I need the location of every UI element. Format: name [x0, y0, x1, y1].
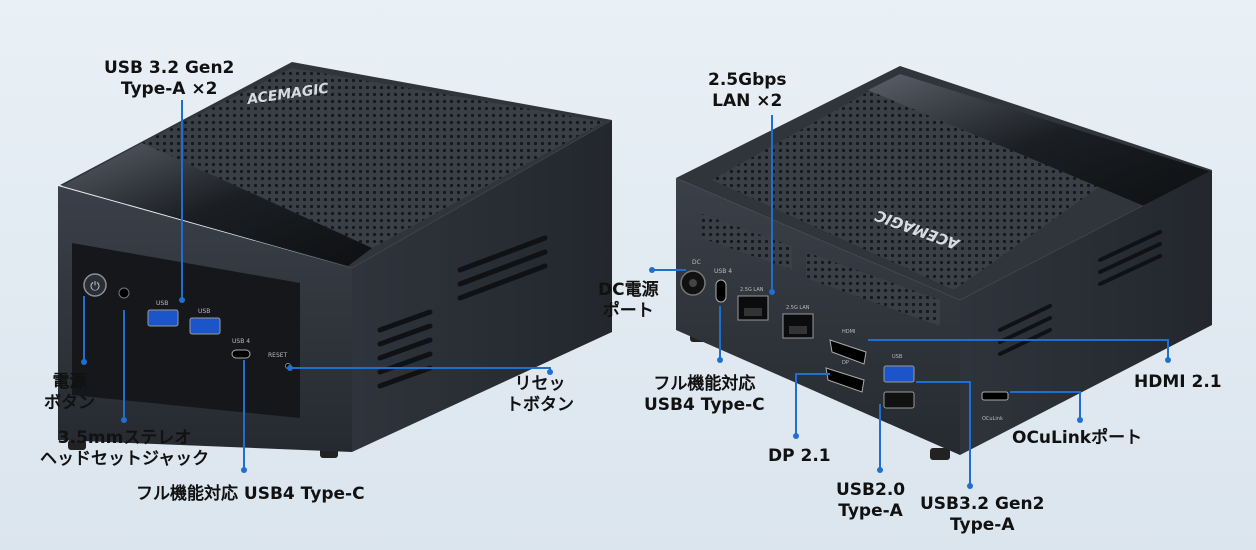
- hdmi-port[interactable]: [829, 339, 867, 365]
- rear-usb4-port[interactable]: [715, 279, 727, 303]
- lan-port-1-slot: [744, 308, 762, 316]
- label-dc-port: DC電源 ポート: [598, 280, 659, 321]
- lan-mark-1: 2.5G LAN: [740, 287, 764, 293]
- label-rear-usb32: USB3.2 Gen2 Type-A: [920, 494, 1045, 535]
- rear-usb4-mark: USB 4: [714, 268, 732, 275]
- label-oculink: OCuLinkポート: [1012, 428, 1143, 448]
- front-usb4-mark: USB 4: [232, 338, 250, 345]
- label-hdmi: HDMI 2.1: [1134, 372, 1222, 392]
- label-front-usb32: USB 3.2 Gen2 Type-A ×2: [104, 58, 235, 99]
- side-vents: [377, 235, 548, 389]
- rear-usb20-port[interactable]: [883, 391, 915, 409]
- label-front-usb4: フル機能対応 USB4 Type-C: [136, 484, 365, 504]
- dp-port[interactable]: [825, 367, 865, 393]
- rear-vent-left: [702, 214, 792, 270]
- callout-dp: [795, 373, 830, 436]
- front-usb-mark-2: USB: [198, 308, 210, 315]
- lan-port-2-slot: [789, 326, 807, 334]
- rear-side-vents: [998, 230, 1162, 356]
- front-device: ⏻ USB USB USB 4 RESET ACEMAGIC: [58, 62, 612, 458]
- power-button[interactable]: [83, 273, 107, 297]
- reset-mark: RESET: [268, 352, 288, 359]
- front-top-gloss: [62, 143, 372, 266]
- label-audio-jack: 3.5mmステレオ ヘッドセットジャック: [40, 428, 210, 469]
- hdmi-mark: HDMI: [842, 329, 855, 335]
- oculink-mark: OCuLink: [982, 416, 1003, 422]
- rear-top-gloss: [868, 74, 1212, 206]
- callout-oculink: [1010, 391, 1081, 420]
- callout-hdmi: [868, 339, 1169, 360]
- rear-usb-mark: USB: [892, 354, 903, 360]
- lan-mark-2: 2.5G LAN: [786, 305, 810, 311]
- front-foot: [68, 440, 86, 450]
- front-usb-port-1[interactable]: [147, 309, 179, 327]
- dp-mark: DP: [842, 360, 849, 366]
- callout-dots: [81, 267, 1171, 489]
- rear-usb32-port[interactable]: [883, 365, 915, 383]
- label-reset-button: リセッ トボタン: [506, 374, 574, 415]
- front-usb4-port[interactable]: [231, 349, 251, 359]
- callout-usb32-rear: [916, 381, 971, 486]
- oculink-port[interactable]: [981, 391, 1009, 401]
- audio-jack[interactable]: [118, 287, 130, 299]
- label-lan: 2.5Gbps LAN ×2: [708, 70, 787, 111]
- label-usb20: USB2.0 Type-A: [836, 480, 906, 521]
- dc-mark: DC: [692, 259, 701, 266]
- dc-pin: [689, 279, 697, 287]
- rear-foot: [930, 448, 950, 460]
- rear-device: DC USB 4 2.5G LAN 2.5G LAN HDMI DP USB O…: [676, 66, 1212, 460]
- label-rear-usb4: フル機能対応 USB4 Type-C: [644, 374, 765, 415]
- rear-right-face: [960, 170, 1212, 455]
- label-dp: DP 2.1: [768, 446, 831, 466]
- rear-vent-right: [806, 252, 940, 326]
- label-power-button: 電源 ボタン: [44, 372, 95, 413]
- front-top-mesh: [142, 68, 604, 248]
- front-usb-mark-1: USB: [156, 300, 168, 307]
- front-usb-port-2[interactable]: [189, 317, 221, 335]
- power-icon: ⏻: [90, 279, 100, 293]
